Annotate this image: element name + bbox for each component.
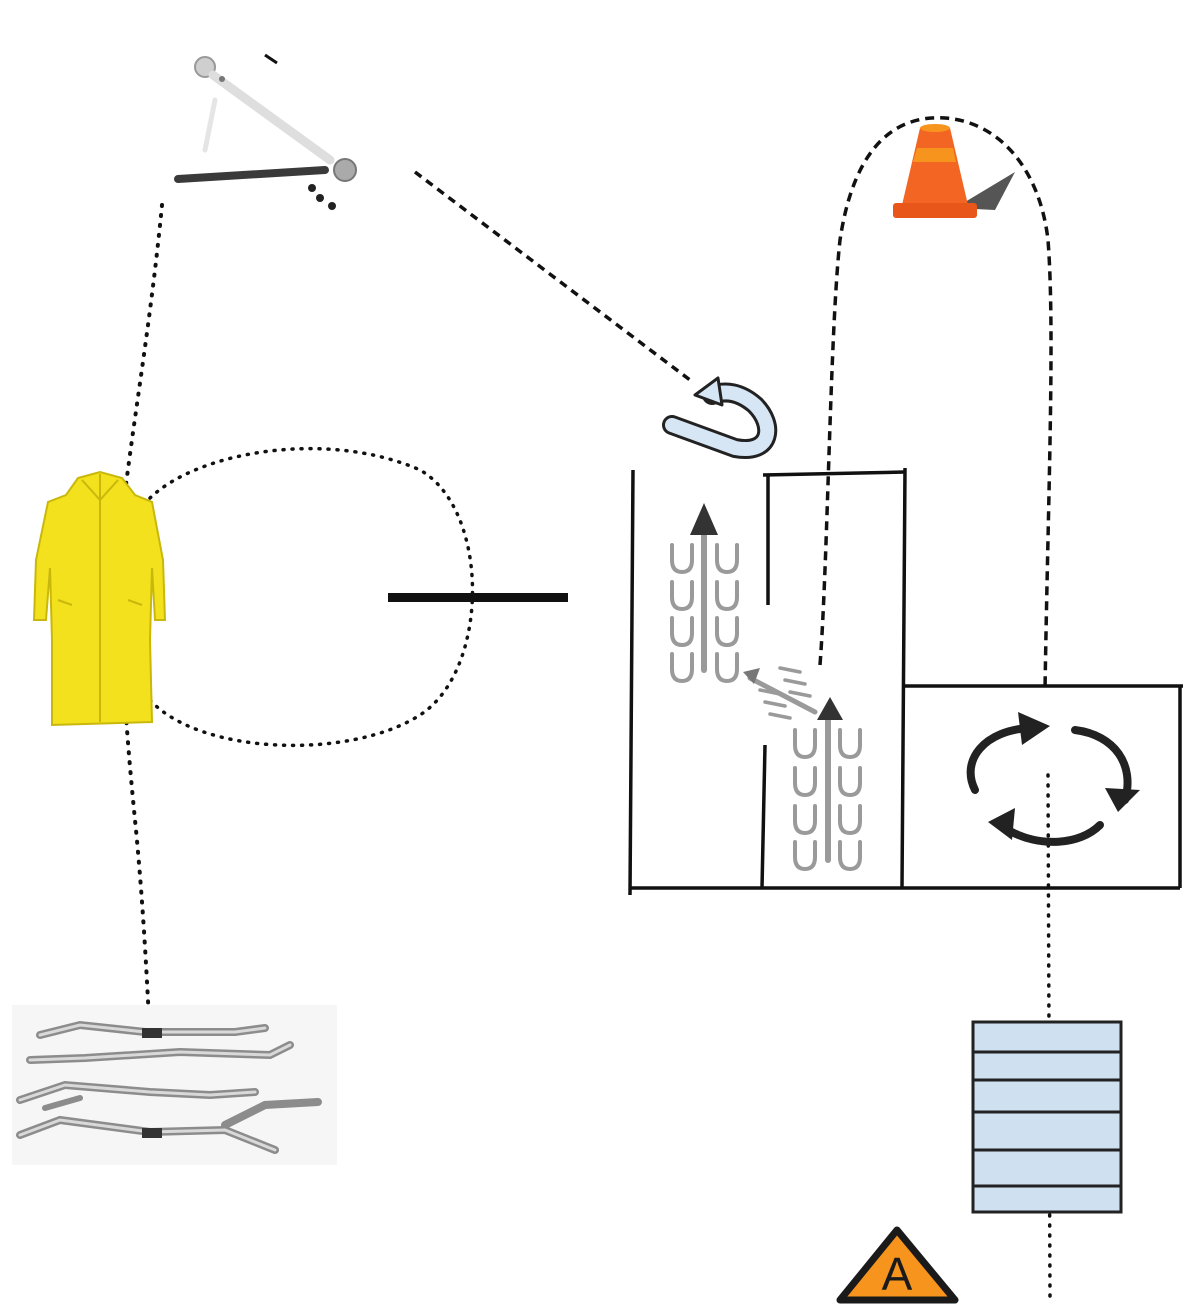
ladder-stack-icon <box>971 1020 1123 1214</box>
step-arrowheads <box>690 503 843 720</box>
start-marker-label: A <box>882 1248 913 1300</box>
circular-arrows-icon <box>966 724 1132 846</box>
footsteps-icon <box>670 527 862 872</box>
cone-dashed-loop <box>818 116 1053 691</box>
rotate-arrowheads <box>988 712 1140 840</box>
corridor-structure <box>628 467 1183 896</box>
hurdle-bar <box>388 593 568 602</box>
raincoat-icon <box>32 470 167 727</box>
figure-pull-icon <box>174 53 357 210</box>
start-marker[interactable]: A <box>836 1226 959 1304</box>
hose-bundle-icon <box>12 1005 337 1165</box>
u-turn-arrow-icon <box>662 376 778 459</box>
left-dotted-path <box>118 203 164 1167</box>
diagonal-dashed-path <box>413 170 692 382</box>
warning-triangle-icon <box>836 1226 959 1304</box>
traffic-cone-icon <box>893 124 1015 218</box>
